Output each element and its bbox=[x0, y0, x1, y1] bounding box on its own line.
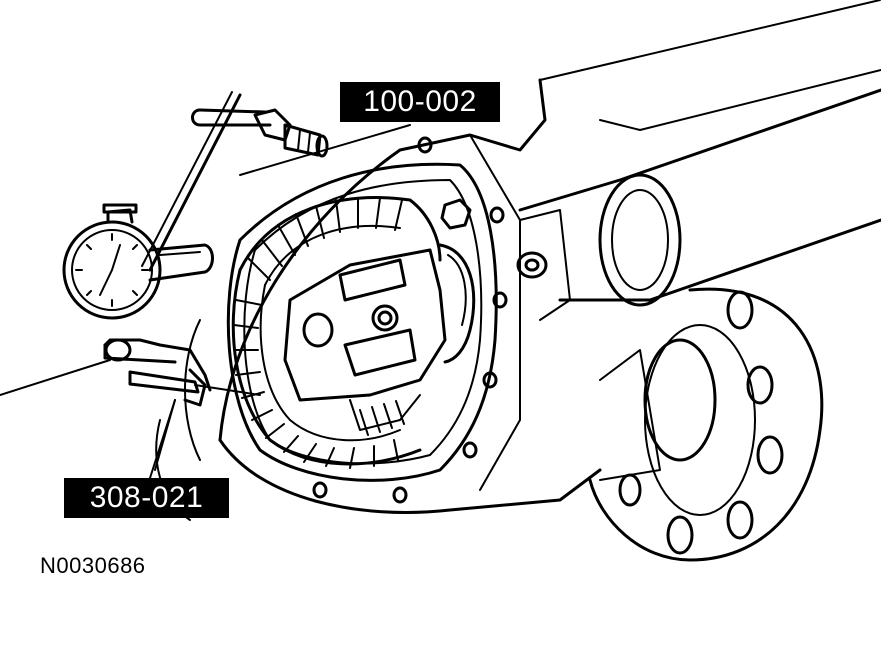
dial-indicator bbox=[62, 203, 214, 320]
figure-id: N0030686 bbox=[40, 553, 146, 578]
tool-callout-100-002: 100-002 bbox=[340, 82, 500, 122]
axle-tube bbox=[518, 0, 881, 307]
carrier-opening bbox=[226, 136, 508, 504]
axle-flange bbox=[588, 287, 824, 562]
differential-housing bbox=[155, 78, 602, 521]
ring-gear bbox=[231, 196, 442, 469]
leader-lines bbox=[0, 124, 411, 479]
tool-callout-308-021: 308-021 bbox=[64, 478, 229, 518]
indicator-mounting-rod bbox=[141, 91, 329, 272]
differential-case bbox=[283, 243, 476, 436]
